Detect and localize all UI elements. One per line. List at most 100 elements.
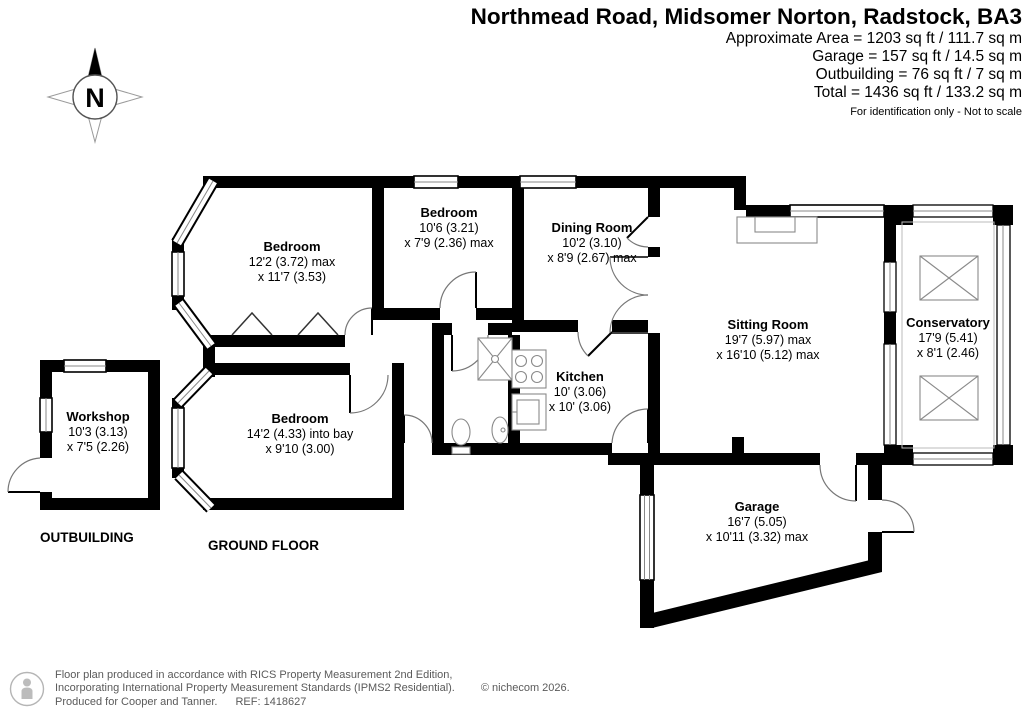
room-dim: 10'2 (3.10) bbox=[562, 235, 622, 250]
door bbox=[7, 457, 41, 493]
wall-segment bbox=[512, 188, 524, 320]
room-name: Bedroom bbox=[263, 238, 321, 254]
wall-segment bbox=[884, 312, 896, 344]
compass-north-label: N bbox=[85, 83, 105, 113]
window bbox=[413, 175, 459, 189]
room-dim: 14'2 (4.33) into bay bbox=[246, 426, 354, 441]
room-dim: x 7'5 (2.26) bbox=[66, 439, 130, 454]
wall-segment bbox=[172, 468, 184, 478]
conservatory-glazing bbox=[912, 452, 994, 466]
wall-segment bbox=[746, 205, 790, 217]
doors bbox=[7, 216, 915, 533]
wall-segment bbox=[993, 205, 1013, 225]
wall-segment bbox=[884, 225, 896, 262]
header: Northmead Road, Midsomer Norton, Radstoc… bbox=[471, 4, 1022, 119]
wall-segment bbox=[40, 432, 52, 458]
wall-segment bbox=[40, 372, 52, 398]
fireplace bbox=[736, 216, 818, 244]
room-dim: 10'3 (3.13) bbox=[68, 424, 128, 439]
conservatory-glazing bbox=[912, 204, 994, 218]
room-label-sitting-room: Sitting Room 19'7 (5.97) max x 16'10 (5.… bbox=[716, 317, 819, 364]
wall-segment bbox=[648, 247, 660, 257]
wall-segment bbox=[40, 360, 64, 372]
footer-copyright: © nichecom 2026. bbox=[480, 682, 570, 694]
windows bbox=[39, 175, 1011, 581]
wall-segment bbox=[488, 323, 512, 335]
outbuilding-area-line: Outbuilding = 76 sq ft / 7 sq m bbox=[815, 66, 1022, 83]
wall-segment bbox=[444, 323, 452, 335]
door bbox=[403, 414, 433, 444]
room-dim: 19'7 (5.97) max bbox=[724, 332, 812, 347]
room-name: Garage bbox=[734, 498, 780, 514]
door bbox=[439, 271, 477, 309]
walls bbox=[40, 176, 1013, 628]
wall-segment bbox=[384, 308, 440, 320]
room-name: Kitchen bbox=[556, 368, 604, 384]
door bbox=[344, 307, 373, 336]
wall-segment bbox=[856, 453, 898, 465]
wall-segment bbox=[732, 437, 744, 453]
room-label-garage: Garage 16'7 (5.05) x 10'11 (3.32) max bbox=[706, 499, 808, 546]
wall-segment bbox=[203, 363, 350, 375]
roof-vent bbox=[919, 255, 979, 301]
door bbox=[819, 464, 857, 502]
fixtures bbox=[231, 216, 979, 455]
outbuilding-caption: OUTBUILDING bbox=[40, 530, 134, 545]
room-name: Bedroom bbox=[420, 204, 478, 220]
room-name: Dining Room bbox=[551, 219, 633, 235]
bay-window-segment bbox=[173, 366, 214, 408]
hob bbox=[511, 349, 547, 389]
wall-segment bbox=[432, 323, 444, 455]
wall-segment bbox=[203, 498, 404, 510]
wall-segment bbox=[372, 188, 384, 320]
wall-segment bbox=[608, 453, 820, 465]
door bbox=[577, 331, 613, 357]
door bbox=[881, 499, 915, 533]
wall-segment bbox=[512, 320, 578, 332]
wall-segment bbox=[648, 333, 660, 455]
footer-ref: REF: 1418627 bbox=[235, 695, 307, 708]
wall-segment bbox=[734, 188, 746, 210]
room-dim: 12'2 (3.72) max bbox=[248, 254, 336, 269]
room-label-bedroom1: Bedroom 12'2 (3.72) max x 11'7 (3.53) bbox=[249, 239, 335, 286]
compass: N bbox=[46, 47, 144, 144]
wall-segment bbox=[458, 176, 520, 188]
wall-segment bbox=[868, 532, 882, 572]
garage-area-line: Garage = 157 sq ft / 14.5 sq m bbox=[812, 48, 1022, 65]
conservatory-glazing bbox=[883, 343, 897, 446]
conservatory-glazing bbox=[883, 261, 897, 313]
window bbox=[171, 251, 185, 297]
window bbox=[519, 175, 577, 189]
room-dim: 10' (3.06) bbox=[553, 384, 607, 399]
wall-segment bbox=[648, 188, 660, 217]
wall-segment bbox=[476, 308, 512, 320]
total-area-line: Total = 1436 sq ft / 133.2 sq m bbox=[813, 84, 1022, 101]
sink bbox=[511, 393, 547, 431]
door bbox=[626, 216, 649, 248]
room-dim: x 7'9 (2.36) max bbox=[404, 235, 494, 250]
room-name: Sitting Room bbox=[727, 316, 809, 332]
page-title: Northmead Road, Midsomer Norton, Radstoc… bbox=[470, 4, 1022, 29]
window bbox=[789, 204, 885, 218]
room-dim: x 16'10 (5.12) max bbox=[716, 347, 820, 362]
wall-segment bbox=[640, 560, 882, 628]
room-label-workshop: Workshop 10'3 (3.13) x 7'5 (2.26) bbox=[66, 409, 129, 456]
room-dim: x 10' (3.06) bbox=[548, 399, 612, 414]
room-label-bedroom3: Bedroom 14'2 (4.33) into bay x 9'10 (3.0… bbox=[247, 411, 354, 458]
room-label-dining-room: Dining Room 10'2 (3.10) x 8'9 (2.67) max bbox=[547, 220, 636, 267]
room-name: Workshop bbox=[66, 408, 130, 424]
person-badge-icon bbox=[9, 671, 45, 706]
room-dim: x 9'10 (3.00) bbox=[265, 441, 335, 456]
wall-segment bbox=[392, 363, 404, 510]
toilet bbox=[451, 418, 471, 455]
bay-window-segment bbox=[174, 470, 216, 513]
wall-segment bbox=[576, 176, 746, 188]
window bbox=[39, 397, 53, 433]
room-name: Conservatory bbox=[906, 314, 990, 330]
wall-segment bbox=[640, 465, 654, 495]
ground-floor-caption: GROUND FLOOR bbox=[208, 538, 319, 553]
room-label-bedroom2: Bedroom 10'6 (3.21) x 7'9 (2.36) max bbox=[404, 205, 493, 252]
wall-segment bbox=[993, 445, 1013, 465]
garage-door bbox=[639, 494, 655, 581]
